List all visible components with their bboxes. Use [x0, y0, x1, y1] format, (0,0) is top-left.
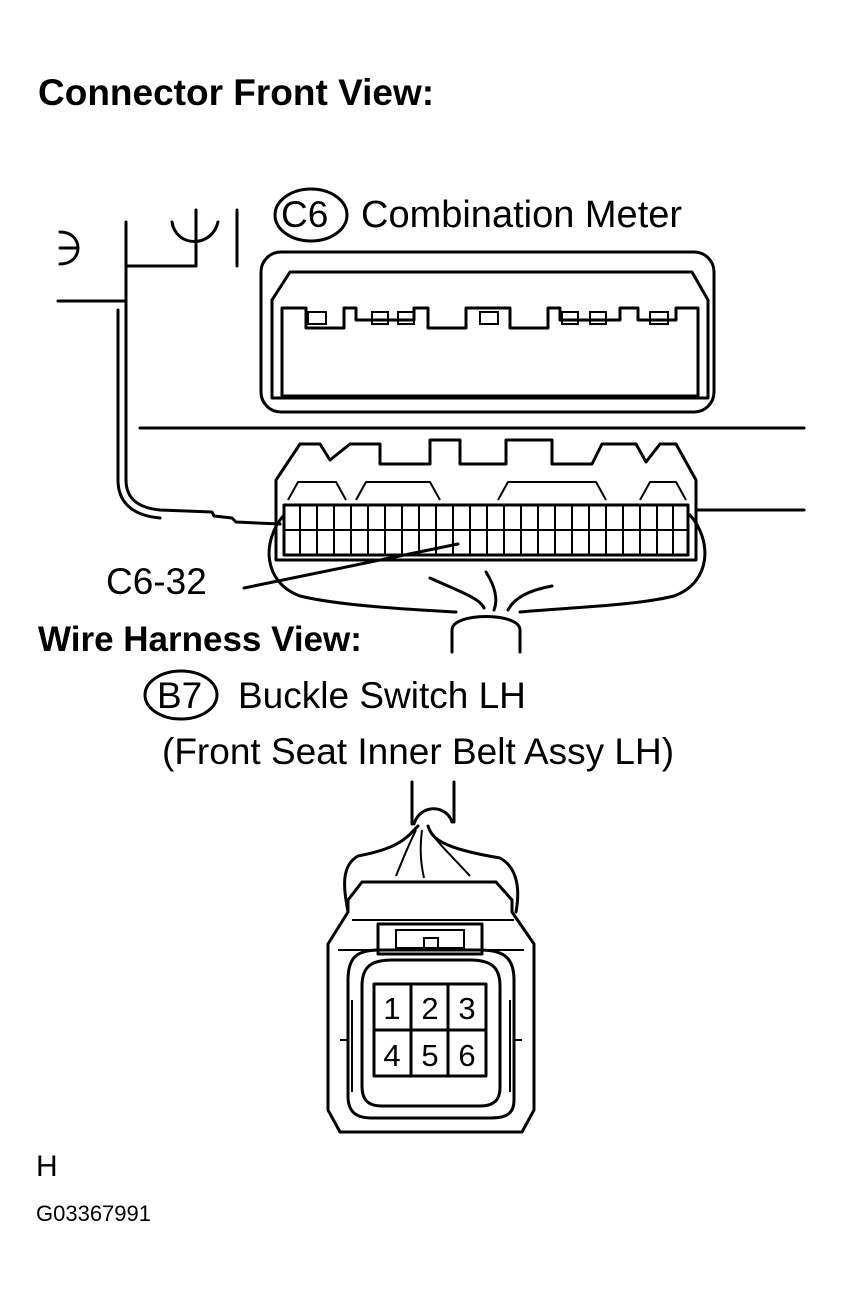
- wire-harness-view-heading: Wire Harness View:: [38, 620, 362, 659]
- b7-pin-1: 1: [383, 991, 400, 1026]
- combination-meter-label: Combination Meter: [361, 194, 683, 236]
- b7-pin-4: 4: [383, 1038, 400, 1073]
- b7-harness-wires: [343, 780, 520, 914]
- connector-front-view-heading: Connector Front View:: [38, 72, 435, 113]
- footer-mark: H: [36, 1150, 58, 1183]
- c6-code-oval: [273, 187, 349, 243]
- c6-harness-connector: [267, 438, 707, 654]
- b7-pin-2: 2: [421, 991, 438, 1026]
- figure-id: G03367991: [36, 1201, 151, 1226]
- mounting-bracket: [56, 208, 806, 526]
- buckle-switch-subtitle: (Front Seat Inner Belt Assy LH): [162, 731, 675, 772]
- buckle-switch-label: Buckle Switch LH: [238, 675, 526, 716]
- b7-code-oval: [143, 669, 219, 721]
- c6-connector-code: C6: [281, 194, 329, 235]
- c6-32-pin-callout: C6-32: [106, 561, 207, 602]
- b7-buckle-connector: 1 2 3 4 5 6: [326, 880, 536, 1134]
- b7-pin-5: 5: [421, 1038, 438, 1073]
- b7-pin-3: 3: [458, 991, 475, 1026]
- c6-32-leader-line: [242, 542, 460, 590]
- c6-meter-connector: [259, 250, 716, 414]
- b7-connector-code: B7: [157, 675, 203, 716]
- c6-pin-grid: [284, 505, 688, 555]
- b7-pin-6: 6: [458, 1038, 475, 1073]
